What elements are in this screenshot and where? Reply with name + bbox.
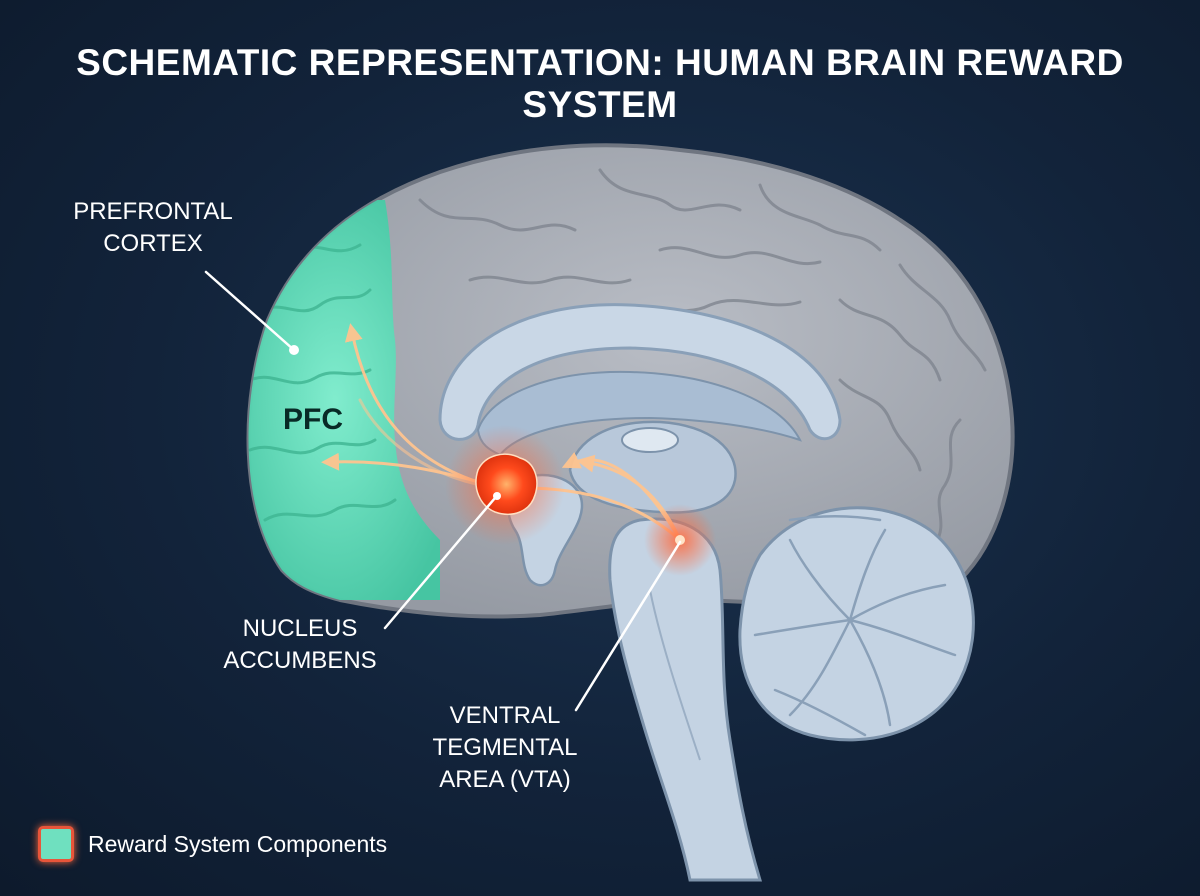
vta-label-line-1: VENTRAL [449,702,561,729]
vta-label-line-2: TEGMENTAL [432,734,578,761]
interthalamic-adhesion [621,427,679,453]
vta-leader-line [574,540,682,712]
prefrontal-cortex-label-line-2: CORTEX [103,230,203,257]
diagram-title: SCHEMATIC REPRESENTATION: HUMAN BRAIN RE… [76,42,1124,125]
prefrontal-cortex-label-line-1: PREFRONTAL [73,198,233,225]
vta-label-line-3: AREA (VTA) [439,766,571,793]
nucleus-accumbens-label-line-1: NUCLEUS [242,615,358,642]
vta-marker [675,535,685,545]
nacc-leader-line [383,496,497,630]
vta-label: VENTRAL TEGMENTAL AREA (VTA) [420,700,590,796]
legend-swatch [38,826,74,862]
nucleus-accumbens-label: NUCLEUS ACCUMBENS [200,613,400,677]
legend: Reward System Components [38,826,387,862]
nucleus-accumbens-label-line-2: ACCUMBENS [223,647,377,674]
prefrontal-cortex-highlight [248,200,440,600]
pfc-abbreviation: PFC [283,403,343,436]
pfc-leader-line [204,270,296,352]
nucleus-accumbens [475,453,538,516]
thalamus [568,420,737,514]
brainstem [608,517,763,882]
legend-label: Reward System Components [88,830,388,857]
cerebellum [738,506,975,742]
corpus-callosum [438,303,842,441]
prefrontal-cortex-label: PREFRONTAL CORTEX [58,196,248,260]
